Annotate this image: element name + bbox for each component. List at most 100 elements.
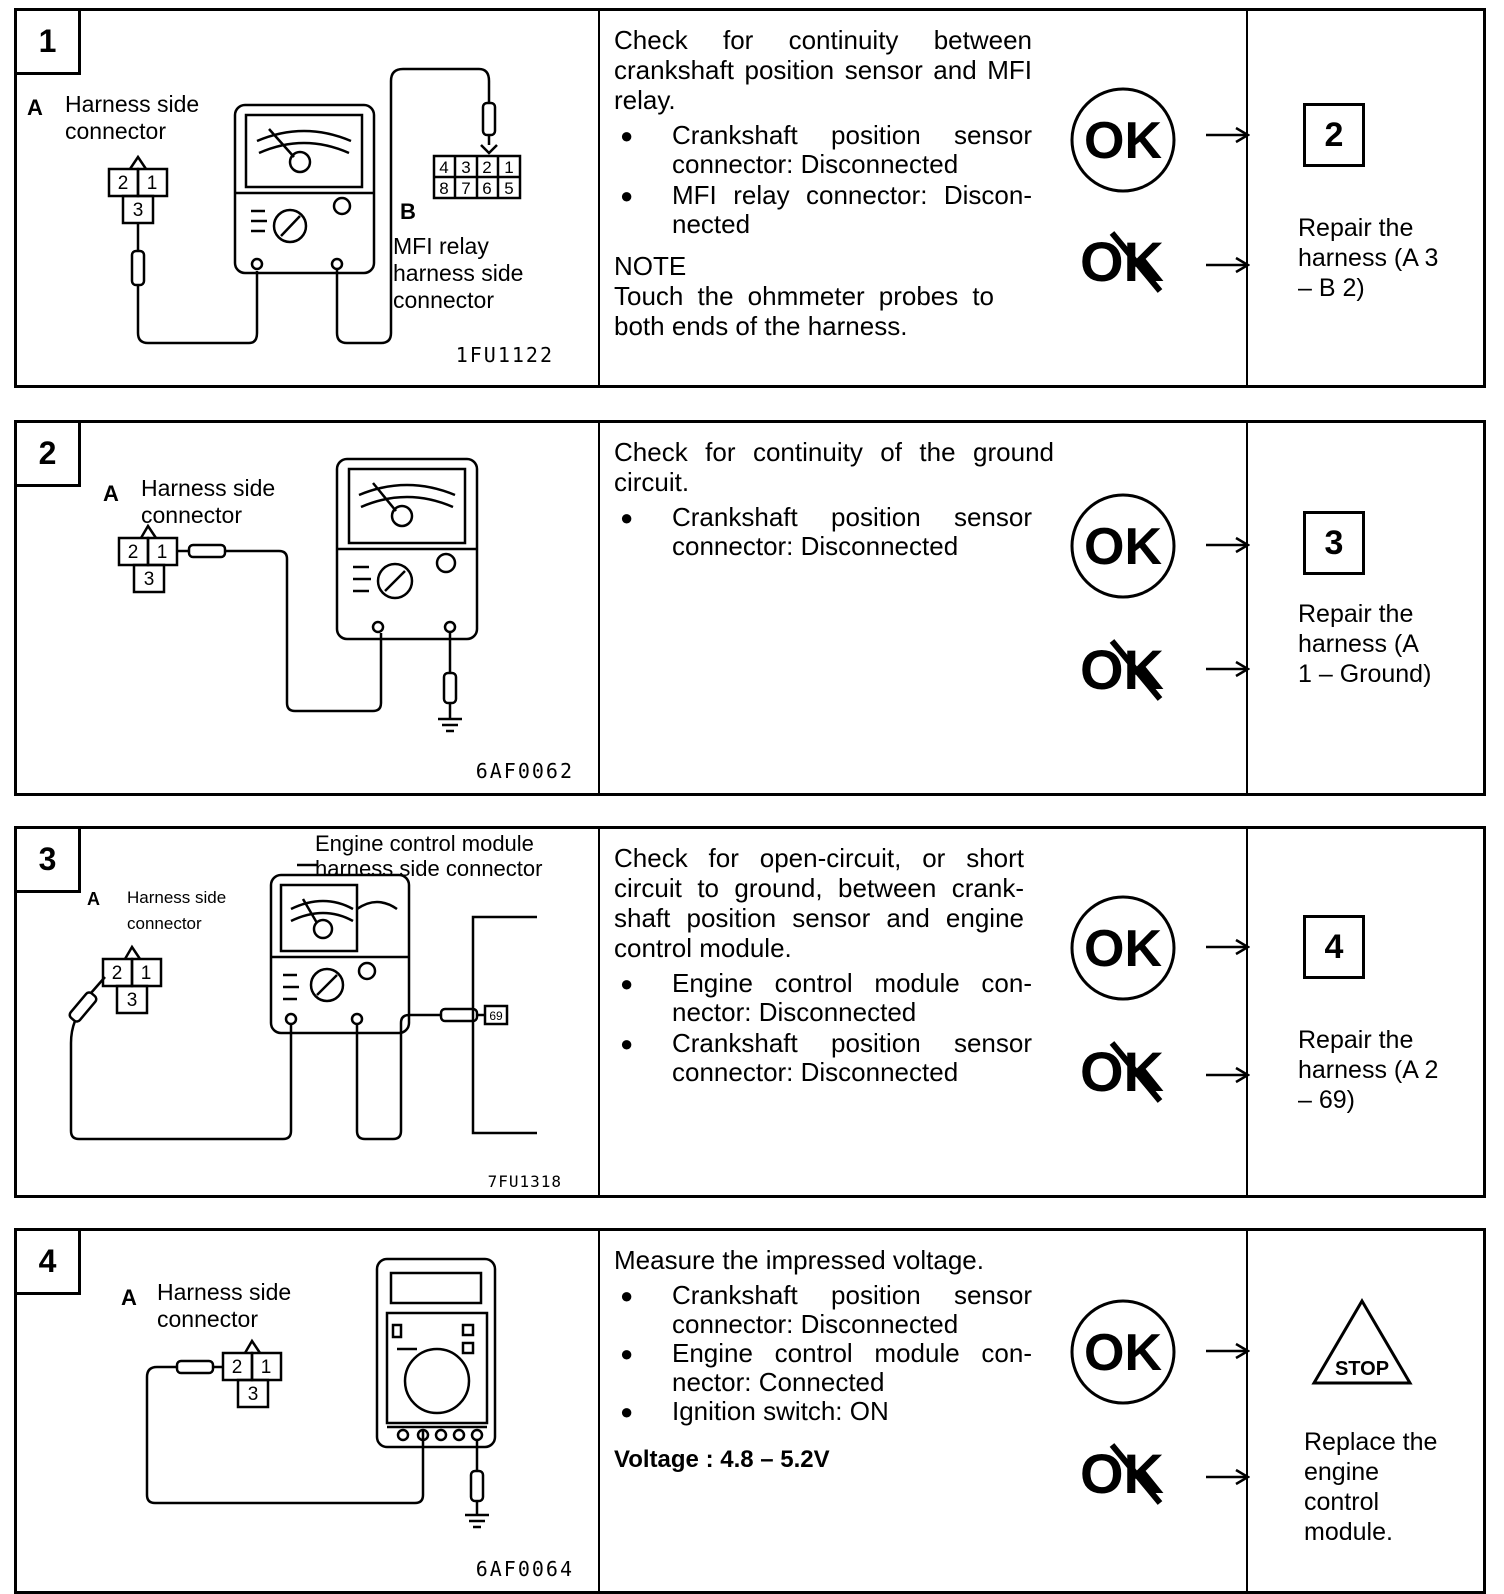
step-3: 3 [14,826,1486,1198]
pin-label: 2 [128,542,139,563]
pin-label: 1 [141,963,152,984]
stop-sign-icon: STOP [1311,1298,1413,1385]
next-step-box: 3 [1303,511,1365,575]
ng-action: Replace the engine control module. [1304,1428,1438,1546]
bullet-text: Engine control module con-nector: Connec… [672,1338,1032,1397]
figure-code: 7FU1318 [487,1172,562,1191]
voltage-spec: Voltage : 4.8 – 5.2V [614,1446,830,1473]
step-3-figure: 3 [17,829,600,1195]
step-4: 4 [14,1228,1486,1594]
pin-label: 3 [248,1384,259,1405]
ng-result: OK [1072,225,1182,300]
arrow-icon [1206,1468,1250,1486]
step-3-instructions: Check for open-circuit, or short circuit… [600,829,1250,1195]
figure-code: 1FU1122 [455,343,554,367]
arrow-icon [1206,1066,1250,1084]
pin-label: 3 [144,569,155,590]
connector-a-label: Harness side connector [65,91,200,144]
ng-result: OK [1072,1437,1182,1512]
step-number: 4 [17,1231,81,1295]
connector-a-letter: A [87,889,100,909]
bullet-item: ●Crankshaft position sensor connector: D… [620,502,1032,561]
pin-label: 6 [482,179,491,198]
terminal-label: 69 [489,1009,503,1023]
step-2-instructions: Check for continuity of the ground circu… [600,423,1250,793]
note-title: NOTE [614,251,687,281]
next-step-box: 4 [1303,915,1365,979]
arrow-icon [1206,256,1250,274]
pin-label: 4 [439,158,448,177]
bullet-text: Crankshaft position sensor connector: Di… [672,1028,1032,1087]
step-4-results: STOP Replace the engine control module. [1248,1231,1483,1591]
step-2-results: 3 Repair the harness (A 1 – Ground) [1248,423,1483,793]
pin-label: 2 [118,173,129,194]
ng-result: OK [1072,633,1182,708]
ok-label: OK [1084,518,1162,576]
pin-label: 3 [133,200,144,221]
check-heading: Check for continuity between crankshaft … [614,25,1032,115]
check-heading: Check for continuity of the ground circu… [614,437,1054,497]
ng-result: OK [1072,1035,1182,1110]
connector-b-label: MFI relay harness side connector [393,233,524,313]
pin-label: 8 [439,179,448,198]
step-number: 2 [17,423,81,487]
bullet-item: ●Crankshaft position sensor connector: D… [620,120,1032,179]
bullet-text: Engine control module con-nector: Discon… [672,968,1032,1027]
figure-code: 6AF0062 [475,759,574,783]
next-step-box: 2 [1303,103,1365,167]
pin-label: 3 [127,990,138,1011]
step-1-instructions: Check for continuity between crankshaft … [600,11,1250,385]
ecm-connector-label: Engine control module harness side conne… [315,831,543,881]
bullet-text: Crankshaft position sensor connector: Di… [672,502,1032,561]
pin-label: 1 [261,1357,272,1378]
arrow-icon [1206,126,1250,144]
connector-a-label: Harness side connector [157,1279,292,1332]
ohmmeter-diagram: 2 1 3 69 [68,863,537,1141]
voltmeter-diagram: 2 1 3 [145,1257,497,1529]
step-1: 1 [14,8,1486,388]
ok-label: OK [1084,1324,1162,1382]
check-heading: Measure the impressed voltage. [614,1245,984,1275]
arrow-icon [1206,660,1250,678]
note-text: Touch the ohmmeter probes to both ends o… [614,281,994,341]
step-3-results: 4 Repair the harness (A 2 – 69) [1248,829,1483,1195]
ng-action: Repair the harness (A 2 – 69) [1298,1026,1439,1114]
step-number: 3 [17,829,81,893]
pin-label: 1 [504,158,513,177]
pin-label: 2 [112,963,123,984]
bullet-item: ●Engine control module con-nector: Conne… [620,1338,1032,1397]
arrow-icon [1206,536,1250,554]
step-2: 2 [14,420,1486,796]
bullet-item: ●MFI relay connector: Discon-nected [620,180,1032,239]
bullet-text: MFI relay connector: Discon-nected [672,180,1032,239]
pin-label: 2 [232,1357,243,1378]
ok-result: OK [1068,85,1178,200]
bullet-text: Crankshaft position sensor connector: Di… [672,120,1032,179]
pin-label: 7 [461,179,470,198]
ohmmeter-diagram: 2 1 3 4 3 2 1 8 7 6 5 [107,67,522,345]
bullet-item: ●Engine control module con-nector: Disco… [620,968,1032,1027]
ok-label: OK [1084,920,1162,978]
pin-label: 3 [461,158,470,177]
bullet-text: Ignition switch: ON [672,1396,889,1426]
ohmmeter-diagram: 2 1 3 [117,457,479,733]
ok-result: OK [1068,491,1178,606]
arrow-icon [1206,1342,1250,1360]
step-2-figure: 2 [17,423,600,793]
step-number: 1 [17,11,81,75]
bullet-item: ●Crankshaft position sensor connector: D… [620,1280,1032,1339]
bullet-item: ●Ignition switch: ON [614,1397,1032,1426]
step-4-figure: 4 [17,1231,600,1591]
ng-action: Repair the harness (A 3 – B 2) [1298,214,1439,302]
ng-action: Repair the harness (A 1 – Ground) [1298,600,1432,688]
pin-label: 1 [157,542,168,563]
connector-a-letter: A [27,95,43,120]
connector-a-letter: A [121,1285,137,1310]
pin-label: 2 [482,158,491,177]
step-1-figure: 1 [17,11,600,385]
connector-a-label: Harness side connector [141,475,276,528]
figure-code: 6AF0064 [475,1557,574,1581]
ok-label: OK [1084,112,1162,170]
ok-result: OK [1068,893,1178,1008]
arrow-icon [1206,938,1250,956]
